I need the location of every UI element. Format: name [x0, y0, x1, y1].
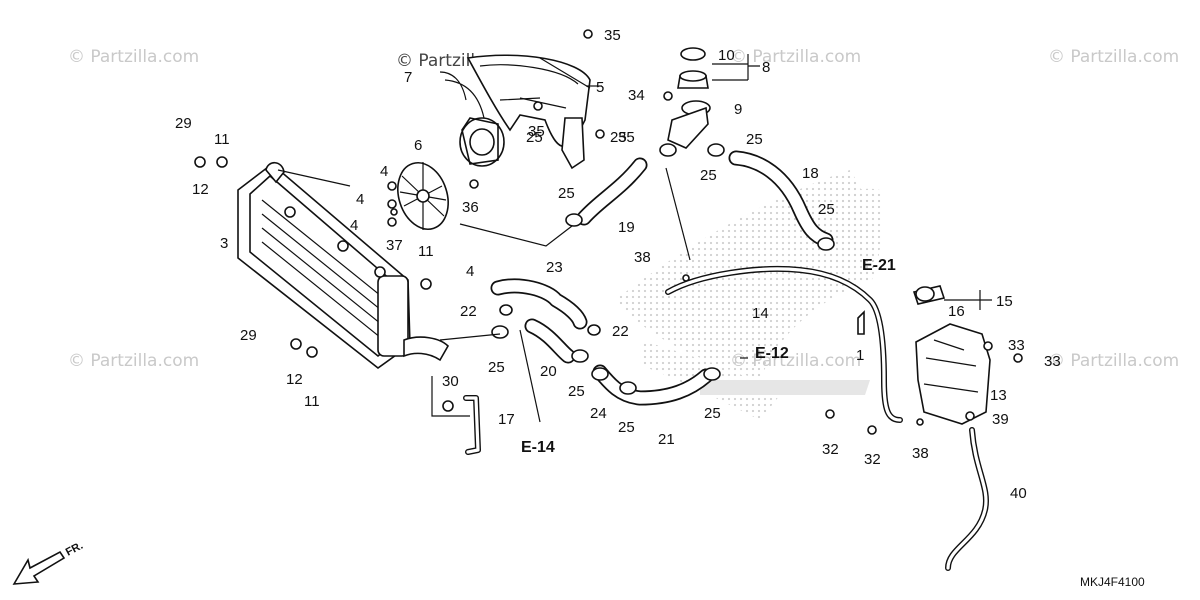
callout-number: 32 — [822, 441, 839, 458]
callout-number: 34 — [628, 87, 645, 104]
callout-number: 23 — [546, 259, 563, 276]
fasteners — [194, 29, 1023, 435]
callout-number: 32 — [864, 451, 881, 468]
callout-number: 29 — [240, 327, 257, 344]
callout-number: 30 — [442, 373, 459, 390]
front-direction-arrow: FR. — [12, 540, 85, 585]
callout-number: 22 — [460, 303, 477, 320]
callout-number: 25 — [704, 405, 721, 422]
callout-number: 1 — [856, 347, 864, 364]
callout-number: 20 — [540, 363, 557, 380]
callout-number: 5 — [596, 79, 604, 96]
callout-number: 3 — [220, 235, 228, 252]
callout-number: 25 — [558, 185, 575, 202]
callout-number: 25 — [618, 419, 635, 436]
reference-label: E-21 — [862, 257, 896, 274]
callout-number: 12 — [192, 181, 209, 198]
callout-number: 25 — [488, 359, 505, 376]
callout-numbers: 1 3 4 4 4 4 5 6 7 8 9 10 11 11 11 12 12 … — [175, 27, 1061, 502]
leader-lines — [277, 54, 992, 423]
callout-number: 25 — [526, 129, 543, 146]
callout-number: 16 — [948, 303, 965, 320]
callout-number: 35 — [618, 129, 635, 146]
callout-number: 4 — [356, 191, 364, 208]
callout-number: 4 — [466, 263, 474, 280]
callout-number: 11 — [418, 243, 434, 260]
reference-label: E-12 — [755, 345, 789, 362]
watermark-text: © Partzilla.com — [1048, 351, 1179, 371]
callout-number: 7 — [404, 69, 412, 86]
callout-number: 8 — [762, 59, 770, 76]
callout-number: 40 — [1010, 485, 1027, 502]
callout-number: 38 — [912, 445, 929, 462]
hoses — [463, 150, 989, 571]
wing-logo-watermark — [615, 170, 882, 420]
watermark-text: © Partzilla.com — [1048, 47, 1179, 67]
callout-number: 25 — [700, 167, 717, 184]
callout-number: 39 — [992, 411, 1009, 428]
hose-clamps — [491, 143, 935, 395]
callout-number: 11 — [214, 131, 230, 148]
callout-number: 35 — [528, 123, 545, 140]
watermark-text: © Partzilla.com — [68, 351, 199, 371]
cooling-fan — [397, 162, 449, 230]
callout-number: 14 — [752, 305, 769, 322]
callout-number: 29 — [175, 115, 192, 132]
callout-number: 18 — [802, 165, 819, 182]
callout-number: 33 — [1044, 353, 1061, 370]
callout-number: 6 — [414, 137, 422, 154]
reference-label: E-14 — [521, 439, 555, 456]
radiator-cap — [677, 47, 709, 89]
radiator — [237, 161, 449, 370]
callout-number: 25 — [610, 129, 627, 146]
callout-number: 10 — [718, 47, 735, 64]
callout-number: 21 — [658, 431, 675, 448]
callout-number: 35 — [604, 27, 621, 44]
callout-number: 4 — [350, 217, 358, 234]
callout-number: 25 — [568, 383, 585, 400]
callout-number: 11 — [304, 393, 320, 410]
callout-number: 17 — [498, 411, 515, 428]
watermark-text: © Partzilla.com — [68, 47, 199, 67]
callout-number: 25 — [818, 201, 835, 218]
callout-number: 15 — [996, 293, 1013, 310]
diagram-code: MKJ4F4100 — [1080, 575, 1145, 589]
callout-number: 36 — [462, 199, 479, 216]
callout-number: 19 — [618, 219, 635, 236]
watermark-text: © Partzilla.com — [730, 47, 861, 67]
callout-number: 25 — [746, 131, 763, 148]
watermark-text: © Partzilla.com — [730, 351, 861, 371]
filler-neck — [667, 100, 711, 149]
callout-number: 33 — [1008, 337, 1025, 354]
fan-motor-shroud — [439, 54, 591, 170]
callout-number: 4 — [380, 163, 388, 180]
callout-number: 12 — [286, 371, 303, 388]
callout-number: 24 — [590, 405, 607, 422]
callout-number: 13 — [990, 387, 1007, 404]
direction-label: FR. — [64, 540, 85, 559]
reserve-tank — [912, 285, 991, 425]
callout-number: 22 — [612, 323, 629, 340]
callout-number: 37 — [386, 237, 403, 254]
callout-number: 38 — [634, 249, 651, 266]
callout-number: 9 — [734, 101, 742, 118]
